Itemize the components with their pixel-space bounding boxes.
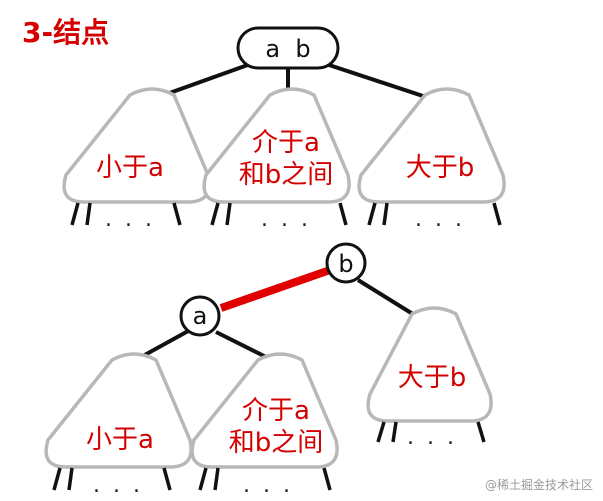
subtree-legs — [52, 421, 486, 491]
subtree-label: 大于b — [398, 363, 467, 393]
subtree-label: 和b之间 — [239, 160, 334, 190]
node-a-label: a — [193, 302, 208, 330]
subtree-less-than-a — [62, 87, 211, 204]
subtree-greater-than-b — [366, 306, 493, 423]
subtree-less-than-a — [44, 352, 193, 469]
watermark: @稀土掘金技术社区 — [485, 477, 593, 492]
subtree-label: 介于a — [252, 128, 320, 158]
edge-top-right — [319, 60, 436, 102]
node-b-label: b — [338, 250, 353, 278]
subtree-ellipsis: . . . — [105, 207, 155, 232]
subtree-label: 和b之间 — [229, 428, 324, 458]
three-node-label: a b — [265, 35, 310, 63]
subtree-between-a-b — [190, 352, 339, 469]
subtree-legs — [70, 202, 502, 226]
diagram-title: 3-结点 — [22, 16, 109, 49]
subtree-between-a-b — [202, 87, 351, 204]
subtree-label: 小于a — [86, 425, 154, 455]
three-node — [236, 26, 340, 70]
subtree-ellipsis: . . . — [93, 473, 143, 498]
subtree-ellipsis: . . . — [407, 425, 457, 450]
edge-b-right — [356, 278, 418, 318]
node-b — [325, 242, 367, 284]
subtree-ellipsis: . . . — [261, 207, 311, 232]
node-a — [179, 295, 221, 337]
subtree-label: 小于a — [96, 153, 164, 183]
red-link-a-b — [219, 266, 332, 312]
subtree-label: 介于a — [242, 396, 310, 426]
subtree-ellipsis: . . . — [243, 473, 293, 498]
subtree-ellipsis: . . . — [415, 207, 465, 232]
subtree-greater-than-b — [357, 87, 506, 204]
subtree-label: 大于b — [406, 153, 475, 183]
